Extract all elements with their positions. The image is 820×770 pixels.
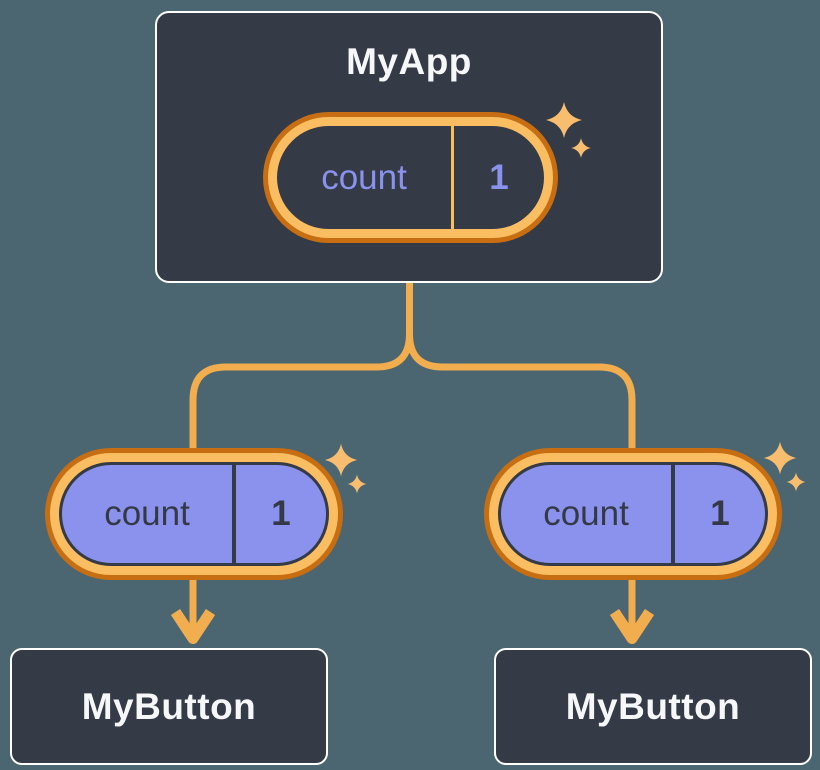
- pill-divider: [671, 465, 675, 563]
- prop-pill-value: 1: [271, 494, 291, 533]
- arrowhead-left: [170, 608, 216, 644]
- node-myapp-title: MyApp: [346, 41, 472, 82]
- node-mybutton-title: MyButton: [81, 685, 257, 727]
- state-pill-label: count: [321, 157, 407, 197]
- sparkle-icon: [324, 443, 358, 477]
- prop-pill-ring: count 1: [50, 453, 338, 575]
- sparkle-icon: [786, 472, 806, 492]
- prop-pill-left: count 1: [45, 448, 343, 580]
- node-mybutton-right: MyButton: [494, 648, 812, 765]
- prop-pill-body: count 1: [498, 462, 768, 566]
- state-pill-body: count 1: [277, 126, 544, 229]
- sparkle-icon: [763, 441, 797, 475]
- prop-pill-label: count: [543, 494, 629, 533]
- node-mybutton-title: MyButton: [565, 685, 741, 727]
- state-pill-myapp: count 1: [263, 112, 558, 243]
- node-myapp: MyApp count 1: [155, 11, 663, 283]
- prop-pill-right: count 1: [484, 448, 782, 580]
- prop-pill-ring: count 1: [489, 453, 777, 575]
- prop-pill-value: 1: [710, 494, 730, 533]
- arrowhead-right: [609, 608, 655, 644]
- prop-pill-body: count 1: [59, 462, 329, 566]
- state-pill-value: 1: [489, 157, 509, 197]
- node-mybutton-left: MyButton: [10, 648, 328, 765]
- state-pill-ring: count 1: [268, 117, 553, 238]
- pill-divider: [451, 126, 454, 229]
- sparkle-icon: [347, 474, 367, 494]
- prop-pill-label: count: [104, 494, 190, 533]
